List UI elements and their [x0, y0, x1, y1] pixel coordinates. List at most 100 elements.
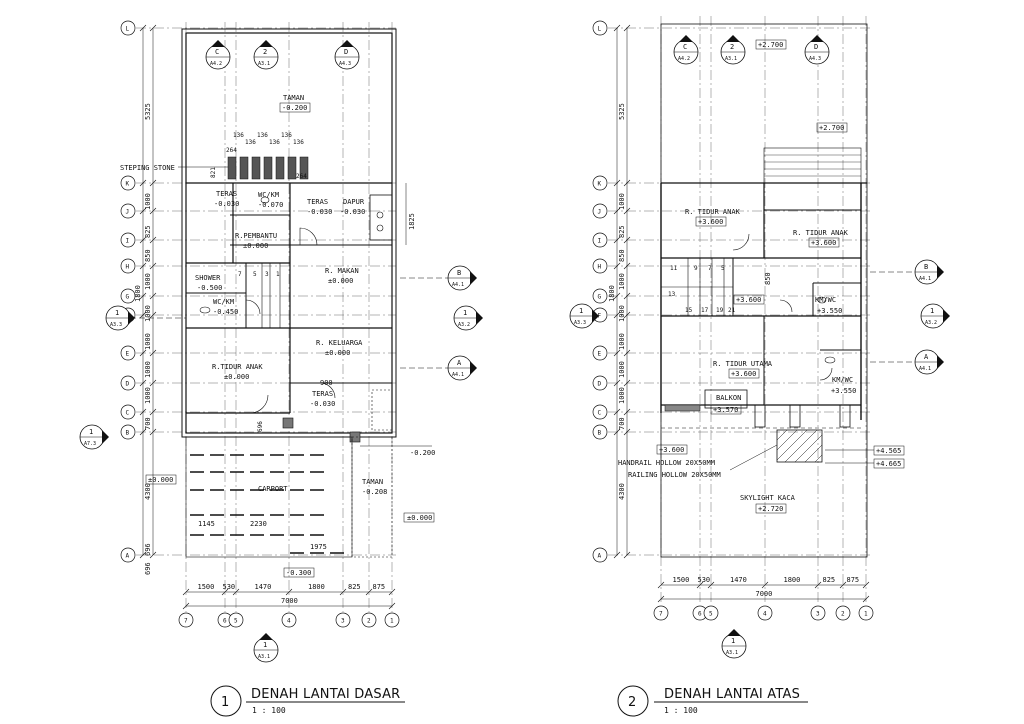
room-name: R. TIDUR ANAK — [685, 208, 741, 216]
grid-bubble-label: 4 — [763, 611, 767, 618]
dim-tick — [623, 379, 631, 387]
step-dim: 136 — [281, 132, 292, 139]
dim-horizontal: 1500 — [198, 583, 215, 591]
grid-bubble-l — [592, 20, 608, 36]
room-name: TERAS — [307, 198, 328, 206]
grid-bubble-2 — [835, 605, 851, 621]
dim-tick — [613, 207, 621, 215]
grid-bubble-label: J — [126, 209, 130, 216]
dim-vertical: 5325 — [618, 103, 626, 120]
grid-bubble-label: H — [126, 264, 130, 271]
section-marker-letter: C — [215, 48, 219, 56]
room-level: ±0.000 — [328, 277, 353, 285]
grid-bubble-b — [592, 424, 608, 440]
step-dim: 136 — [257, 132, 268, 139]
dim-vertical: 1000 — [618, 193, 626, 210]
plan-number: 1 — [221, 695, 229, 710]
dim-vertical: 1000 — [618, 387, 626, 404]
dim-right: 1825 — [408, 213, 416, 230]
dim-1975: 1975 — [310, 543, 327, 551]
dim-vertical: 1000 — [144, 333, 152, 350]
dim-tick — [761, 581, 769, 589]
skylight-note: SKYLIGHT KACA — [740, 494, 796, 502]
section-marker-sheet: A3.2 — [458, 322, 470, 328]
grid-bubble-h — [592, 258, 608, 274]
section-marker-sheet: A3.3 — [574, 320, 586, 326]
dim-tick — [613, 311, 621, 319]
grid-bubble-label: G — [126, 294, 130, 301]
level-top: +2.700 — [758, 41, 783, 49]
room-level: -0.500 — [197, 284, 222, 292]
plan1-title-block: 1 DENAH LANTAI DASAR 1 : 100 — [210, 685, 405, 717]
grid-bubble-g — [592, 288, 608, 304]
room-level: -0.030 — [340, 208, 365, 216]
stair-number: 5 — [253, 271, 257, 278]
room-name: WC/KM — [258, 191, 279, 199]
dim-vertical: 1000 — [618, 305, 626, 322]
dim-horizontal: 1800 — [308, 583, 325, 591]
room-level: -0.030 — [310, 400, 335, 408]
grid-bubble-label: I — [598, 238, 602, 245]
section-arrow — [470, 271, 477, 285]
section-marker-letter: 1 — [463, 309, 467, 317]
plan2-dimensions: 5325100082585010001000100010001000700430… — [608, 24, 870, 603]
dim-tick — [707, 581, 715, 589]
section-marker-sheet: A7.3 — [84, 441, 96, 447]
grid-bubble-7 — [653, 605, 669, 621]
dim-vertical: 825 — [144, 225, 152, 238]
section-marker-sheet: A3.2 — [925, 320, 937, 326]
dim-vertical: 850 — [618, 249, 626, 262]
room-level: +3.600 — [731, 370, 756, 378]
stair-number: 11 — [670, 265, 678, 272]
room-level: +3.550 — [831, 387, 856, 395]
grid-bubble-label: L — [598, 26, 602, 33]
dim-tick — [623, 24, 631, 32]
grid-bubble-label: L — [126, 26, 130, 33]
step-dim: 136 — [293, 139, 304, 146]
dim-horizontal: 1470 — [730, 576, 747, 584]
grid-bubble-c — [120, 404, 136, 420]
stair-number: 13 — [668, 291, 676, 298]
grid-bubble-label: D — [126, 381, 130, 388]
section-marker-sheet: A4.2 — [210, 61, 222, 67]
dim-900: 900 — [320, 379, 333, 387]
room-name: SHOWER — [195, 274, 221, 282]
stair-number: 7 — [238, 271, 242, 278]
dim-tick — [623, 236, 631, 244]
dim-horizontal: 825 — [823, 576, 836, 584]
room-name: DAPUR — [343, 198, 365, 206]
dim-vertical: 5325 — [144, 103, 152, 120]
dim-tick — [623, 292, 631, 300]
dim-tick — [696, 581, 704, 589]
grid-bubble-label: 6 — [698, 611, 702, 618]
grid-bubble-5 — [703, 605, 719, 621]
dim-tick — [613, 551, 621, 559]
section-marker-sheet: A4.2 — [678, 56, 690, 62]
dim-tick — [388, 602, 396, 610]
plan-scale: 1 : 100 — [252, 706, 286, 715]
section-marker-sheet: A4.1 — [919, 366, 931, 372]
section-marker-letter: 2 — [263, 48, 267, 56]
plan1-room-labels: TAMAN -0.200 TERAS -0.030 WC/KM -0.070 T… — [195, 94, 387, 496]
railing-note: RAILING HOLLOW 20X50MM — [628, 471, 721, 479]
grid-bubble-l — [120, 20, 136, 36]
dim-horizontal-total: 7000 — [281, 597, 298, 605]
dim-2230: 2230 — [250, 520, 267, 528]
section-marker-sheet: A4.3 — [809, 56, 821, 62]
stair-number: 17 — [701, 307, 709, 314]
dim-tick — [339, 588, 347, 596]
dim-tick — [623, 551, 631, 559]
section-arrow — [476, 311, 483, 325]
grid-bubble-label: K — [598, 181, 602, 188]
dim-vertical: 825 — [618, 225, 626, 238]
dim-tick — [149, 179, 157, 187]
dim-vertical: 696 — [144, 562, 152, 575]
dim-tick — [139, 179, 147, 187]
grid-bubble-i — [120, 232, 136, 248]
grid-bubble-4 — [757, 605, 773, 621]
dim-vertical: 1000 — [144, 193, 152, 210]
dim-right: 850 — [764, 272, 772, 285]
room-name: WC/KM — [213, 298, 234, 306]
grid-bubble-a — [120, 547, 136, 563]
dim-tick — [149, 551, 157, 559]
